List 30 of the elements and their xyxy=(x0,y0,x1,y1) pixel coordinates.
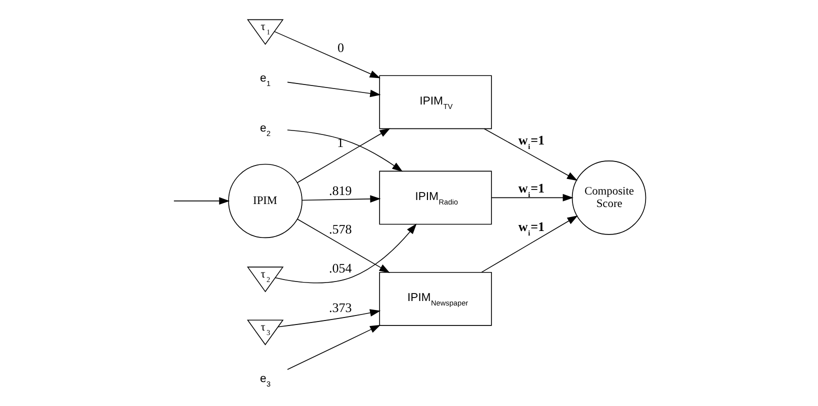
arrow xyxy=(286,130,402,172)
node-text: e$_{2}$ xyxy=(259,122,270,138)
node-text: e$_{1}$ xyxy=(259,72,270,88)
arrow xyxy=(301,195,380,203)
node-box: IPIM$_{Newspaper}$ xyxy=(378,272,492,326)
arrow xyxy=(277,309,380,328)
arrow xyxy=(296,218,390,273)
arrow xyxy=(490,194,573,202)
node-circle: Composite Score xyxy=(571,160,646,235)
edge-label: w$_{i}$=1 xyxy=(518,132,544,151)
arrow xyxy=(286,82,380,98)
node-circle: IPIM xyxy=(228,164,302,238)
arrow xyxy=(296,128,390,184)
arrow xyxy=(286,324,380,370)
node-box: IPIM$_{TV}$ xyxy=(378,75,492,130)
node-text: e$_{3}$ xyxy=(259,372,270,388)
edge-label: .373 xyxy=(328,300,352,315)
edge-label: w$_{i}$=1 xyxy=(518,180,544,200)
arrow xyxy=(173,197,230,205)
edge-label: .819 xyxy=(328,183,352,198)
arrow xyxy=(480,216,578,273)
arrow xyxy=(274,224,416,284)
edge-label: w$_{i}$=1 xyxy=(518,219,544,238)
arrow xyxy=(483,128,578,181)
edge-label: 0 xyxy=(337,40,344,56)
edge-label: .054 xyxy=(328,260,352,276)
arrow xyxy=(274,31,380,78)
node-box: IPIM$_{Radio}$ xyxy=(378,170,492,225)
edge-label: .578 xyxy=(328,221,352,236)
edge-label: 1 xyxy=(336,134,344,150)
